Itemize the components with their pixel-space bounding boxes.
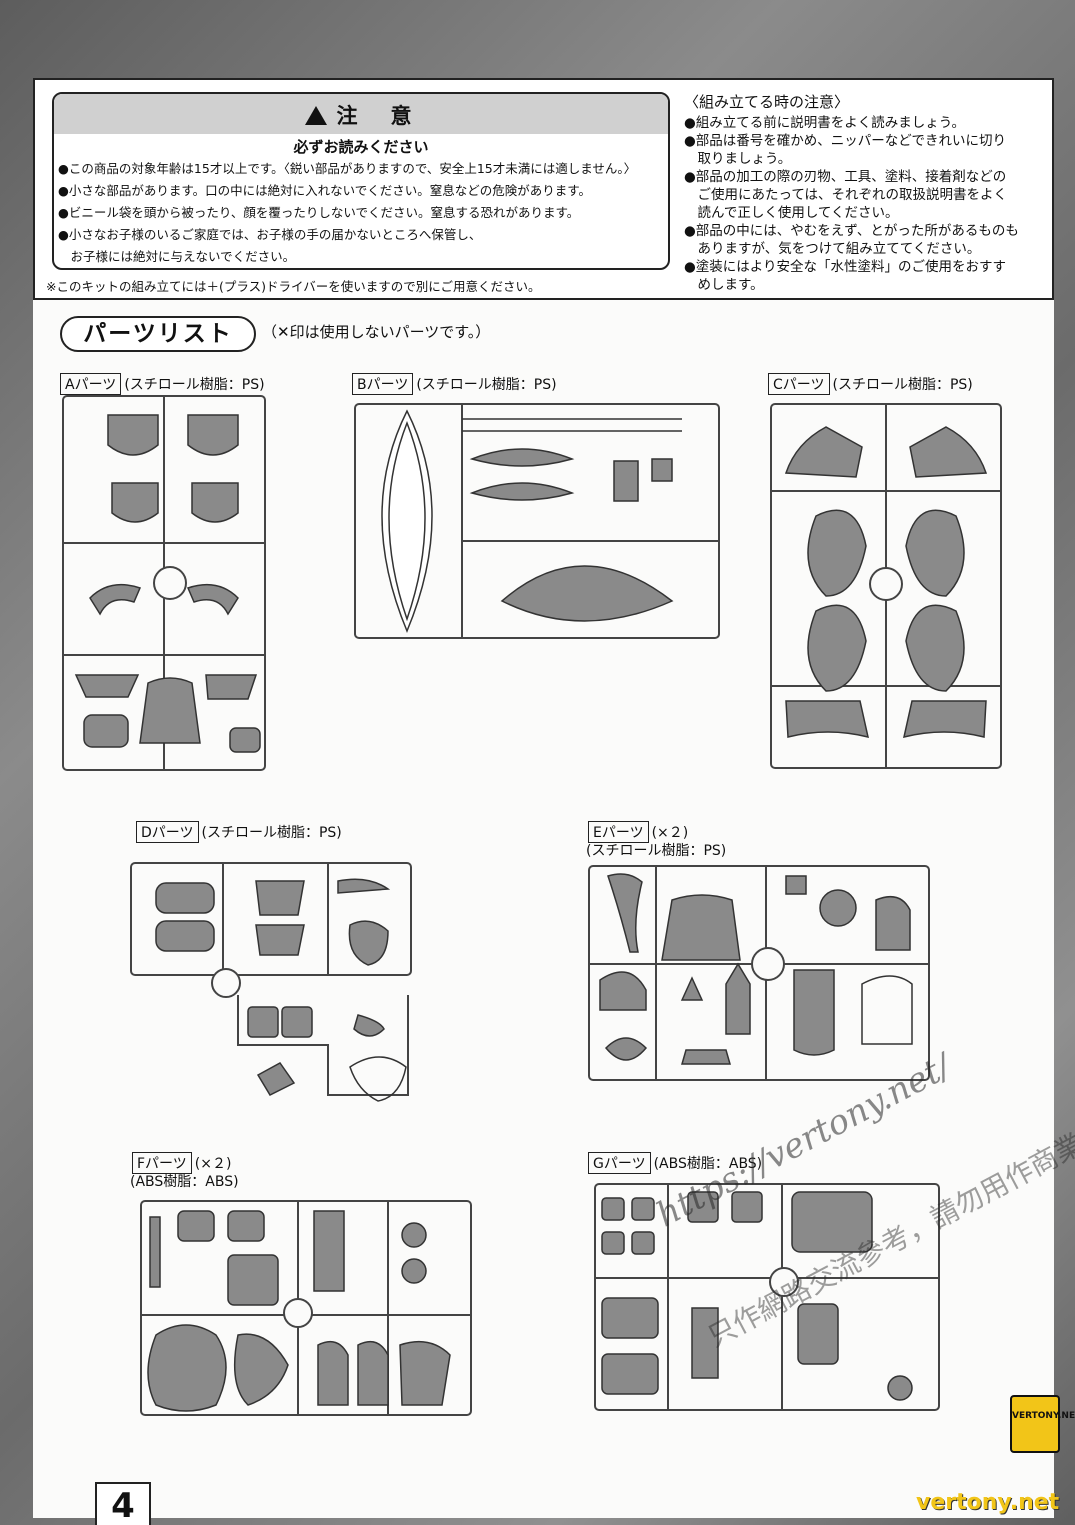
assembly-note-line: 読んで正しく使用してください。 [684, 205, 899, 221]
section-material-e: (スチロール樹脂：PS) [586, 843, 727, 859]
section-label-a: Aパーツ(スチロール樹脂：PS) [60, 373, 265, 395]
warning-header [54, 94, 668, 134]
section-tag: Aパーツ [60, 373, 122, 395]
section-tag: Dパーツ [136, 821, 199, 843]
page-number: 4 [95, 1482, 151, 1525]
section-material-f: (ABS樹脂：ABS) [130, 1174, 239, 1190]
section-tag: Eパーツ [588, 821, 649, 843]
warning-subtitle: 必ずお読みください [293, 138, 429, 156]
assembly-note-line: 取りましょう。 [684, 151, 792, 167]
sprue-diagram-e [586, 860, 936, 1100]
warning-line: ●ビニール袋を頭から被ったり、顔を覆ったりしないでください。窒息する恐れがありま… [58, 205, 580, 220]
section-label-e: Eパーツ(×２) [588, 821, 688, 843]
assembly-note-line: めします。 [684, 277, 764, 293]
warning-line: ●小さな部品があります。口の中には絶対に入れないでください。窒息などの危険があり… [58, 183, 592, 198]
section-label-f: Fパーツ(×２) [132, 1152, 231, 1174]
section-label-c: Cパーツ(スチロール樹脂：PS) [768, 373, 973, 395]
screwdriver-note: ※このキットの組み立てには＋(プラス)ドライバーを使いますので別にご用意ください… [46, 279, 541, 294]
sprue-diagram-a [60, 393, 268, 773]
section-tag: Bパーツ [352, 373, 414, 395]
sprue-diagram-b [352, 401, 722, 641]
sprue-diagram-f [138, 1195, 476, 1425]
assembly-note-line: ●部品の加工の際の刃物、工具、塗料、接着剤などの [684, 169, 1007, 185]
assembly-note-line: ご使用にあたっては、それぞれの取扱説明書をよく [684, 187, 1008, 203]
assembly-note-line: ありますが、気をつけて組み立ててください。 [684, 241, 981, 257]
assembly-notes-title: 〈組み立てる時の注意〉 [684, 93, 850, 111]
assembly-note-line: ●塗装にはより安全な「水性塗料」のご使用をおすす [684, 259, 1007, 275]
site-watermark: vertony.net [916, 1490, 1060, 1515]
assembly-note-line: ●部品は番号を確かめ、ニッパーなどできれいに切り [684, 133, 1007, 149]
warning-line: ●小さなお子様のいるご家庭では、お子様の手の届かないところへ保管し、 [58, 227, 482, 242]
sprue-diagram-c [768, 401, 1004, 771]
section-tag: Gパーツ [588, 1152, 651, 1174]
assembly-note-line: ●組み立てる前に説明書をよく読みましょう。 [684, 115, 965, 131]
warning-title: 注 意 [54, 100, 668, 130]
section-label-b: Bパーツ(スチロール樹脂：PS) [352, 373, 557, 395]
sprue-diagram-d [128, 845, 414, 1103]
warning-box: 注 意 必ずお読みください ●この商品の対象年齢は15才以上です。〈鋭い部品があ… [52, 92, 670, 270]
parts-list-heading: パーツリスト [60, 316, 256, 352]
warning-line: ●この商品の対象年齢は15才以上です。〈鋭い部品がありますので、安全上15才未満… [58, 161, 637, 176]
warning-line: お子様には絶対に与えないでください。 [58, 249, 296, 264]
assembly-note-line: ●部品の中には、やむをえず、とがった所があるものも [684, 223, 1019, 239]
parts-list-note: （✕印は使用しないパーツです。） [262, 323, 491, 341]
site-badge-logo: VERTONY.NET [1010, 1395, 1075, 1453]
section-label-d: Dパーツ(スチロール樹脂：PS) [136, 821, 342, 843]
section-tag: Cパーツ [768, 373, 830, 395]
section-label-g: Gパーツ(ABS樹脂：ABS) [588, 1152, 762, 1174]
section-tag: Fパーツ [132, 1152, 192, 1174]
sprue-diagram-g [592, 1178, 944, 1418]
warning-triangle-icon [304, 106, 327, 125]
